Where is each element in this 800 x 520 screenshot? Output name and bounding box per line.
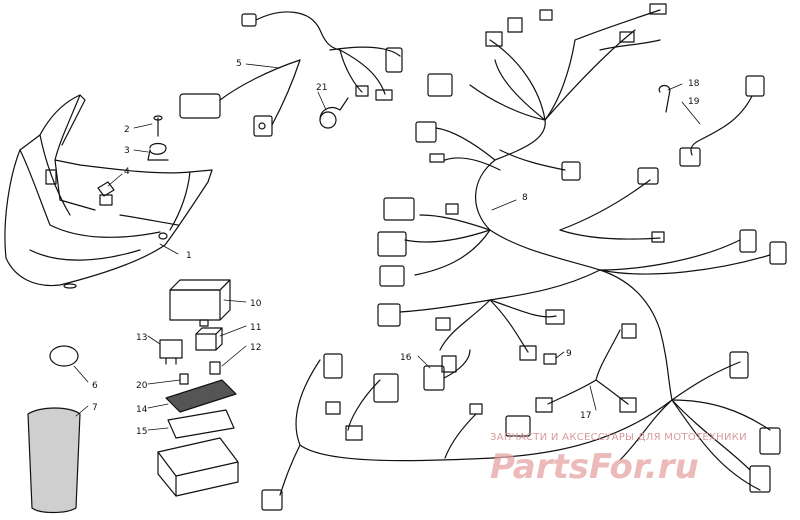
connector-16 (423, 349, 471, 391)
callout-17: 17 (580, 411, 591, 421)
callout-15: 15 (136, 427, 147, 437)
callout-21: 21 (316, 83, 327, 93)
headlight-assembly (4, 94, 213, 289)
callout-12: 12 (250, 343, 261, 353)
fuse (209, 361, 221, 375)
watermark-tagline: ЗАПЧАСТИ И АКСЕССУАРЫ ДЛЯ МОТОТЕХНИКИ (490, 432, 747, 443)
ring (49, 345, 79, 367)
sleeve (27, 407, 81, 514)
callout-20: 20 (136, 381, 148, 391)
callout-7: 7 (92, 403, 98, 413)
clip (97, 181, 115, 197)
callout-8: 8 (522, 193, 528, 203)
callout-1: 1 (186, 251, 192, 261)
lower-harness (261, 353, 673, 511)
upper-harness (179, 11, 403, 137)
callout-6: 6 (92, 381, 98, 391)
relay-small (195, 327, 223, 351)
relay-13 (159, 339, 183, 365)
callout-10: 10 (250, 299, 262, 309)
callout-4: 4 (124, 167, 130, 177)
fuse-20 (179, 373, 189, 385)
relay-box (169, 279, 231, 327)
watermark-logo: PartsFor.ru (490, 447, 699, 487)
main-harness (399, 9, 771, 491)
leader-lines (73, 63, 701, 431)
harness-connectors (377, 3, 787, 493)
sensor (319, 97, 349, 129)
callout-14: 14 (136, 405, 148, 415)
callout-13: 13 (136, 333, 147, 343)
callout-16: 16 (400, 353, 412, 363)
fuse-panel (165, 379, 237, 413)
callout-11: 11 (250, 323, 261, 333)
fuse-box (157, 409, 239, 497)
callout-18: 18 (688, 79, 700, 89)
callout-5: 5 (236, 59, 242, 69)
screw (153, 115, 163, 137)
callout-3: 3 (124, 146, 130, 156)
sensor-cable (658, 75, 765, 167)
connector-9 (543, 353, 557, 365)
callout-2: 2 (124, 125, 130, 135)
watermark: ЗАПЧАСТИ И АКСЕССУАРЫ ДЛЯ МОТОТЕХНИКИ Pa… (490, 432, 747, 487)
callout-19: 19 (688, 97, 700, 107)
sub-harness (535, 323, 637, 413)
callout-numbers: 1 2 3 4 5 6 7 8 9 10 11 12 13 14 15 16 1… (92, 59, 700, 437)
callout-9: 9 (566, 349, 572, 359)
clamp (147, 142, 169, 161)
